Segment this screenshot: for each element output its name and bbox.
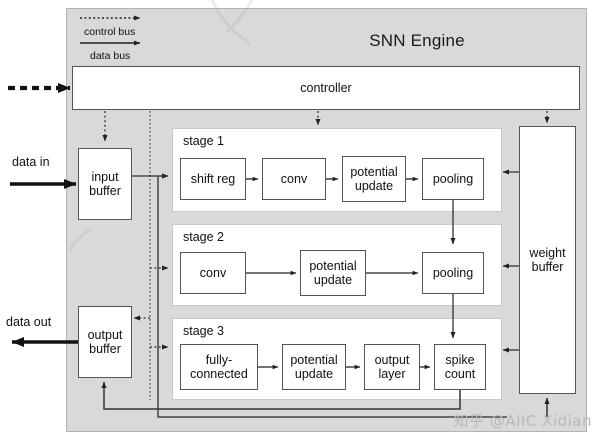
page-title: SNN Engine — [369, 31, 465, 50]
data-in-label: data in — [12, 155, 50, 169]
stage-1-potential-update-block[interactable]: potential update — [342, 156, 406, 202]
stage-3-output-layer-block[interactable]: output layer — [364, 344, 420, 390]
stage-3-spike-count-label-line1: spike — [445, 352, 475, 367]
stage-1-conv-block[interactable]: conv — [262, 158, 326, 200]
stage-1-label: stage 1 — [183, 134, 225, 148]
stage-2-label: stage 2 — [183, 230, 225, 244]
stage-1-pooling-block[interactable]: pooling — [422, 158, 484, 200]
output-buffer-block[interactable]: output buffer — [78, 306, 132, 378]
output-buffer-label-line2: buffer — [89, 342, 121, 356]
weight-buffer-block[interactable]: weight buffer — [519, 126, 576, 394]
stage-3-output-layer-label-line2: layer — [378, 367, 406, 381]
legend-control-bus-label: control bus — [84, 26, 136, 38]
stage-2-potential-update-label-line2: update — [313, 273, 353, 287]
stage-3-spike-count-label-line2: count — [444, 367, 476, 381]
stage-2-potential-update-block[interactable]: potential update — [300, 250, 366, 296]
stage-3-fully-connected-block[interactable]: fully- connected — [180, 344, 258, 390]
watermark-text: 知乎 @AIIC Xidian — [453, 412, 592, 430]
stage-2-conv-block[interactable]: conv — [180, 252, 246, 294]
stage-3-fully-connected-label-line1: fully- — [205, 352, 233, 367]
weight-buffer-label-line2: buffer — [531, 260, 564, 274]
controller-block[interactable]: controller — [72, 66, 580, 110]
stage-1-potential-update-label-line1: potential — [350, 164, 398, 179]
stage-3-fully-connected-label-line2: connected — [190, 367, 248, 381]
weight-buffer-label-line1: weight — [529, 245, 566, 260]
stage-1-conv-label: conv — [280, 171, 308, 186]
stage-2-pooling-label: pooling — [432, 265, 474, 280]
stage-2-pooling-block[interactable]: pooling — [422, 252, 484, 294]
stage-1-shift-reg-block[interactable]: shift reg — [180, 158, 246, 200]
stage-1-shift-reg-label: shift reg — [190, 171, 236, 186]
input-buffer-label-line1: input — [91, 169, 119, 184]
legend-data-bus-label: data bus — [90, 50, 131, 62]
stage-1-pooling-label: pooling — [432, 171, 474, 186]
stage-3-spike-count-block[interactable]: spike count — [434, 344, 486, 390]
stage-1-potential-update-label-line2: update — [354, 179, 394, 193]
data-out-label: data out — [6, 315, 52, 329]
stage-3-output-layer-label-line1: output — [374, 352, 410, 367]
input-buffer-label-line2: buffer — [89, 184, 121, 198]
stage-3-potential-update-label-line1: potential — [290, 352, 338, 367]
output-buffer-label-line1: output — [87, 327, 123, 342]
controller-label: controller — [300, 80, 352, 95]
input-buffer-block[interactable]: input buffer — [78, 148, 132, 220]
stage-3-potential-update-block[interactable]: potential update — [282, 344, 346, 390]
stage-2-potential-update-label-line1: potential — [309, 258, 357, 273]
stage-3-potential-update-label-line2: update — [294, 367, 334, 381]
stage-3-label: stage 3 — [183, 324, 225, 338]
stage-2-conv-label: conv — [199, 265, 227, 280]
